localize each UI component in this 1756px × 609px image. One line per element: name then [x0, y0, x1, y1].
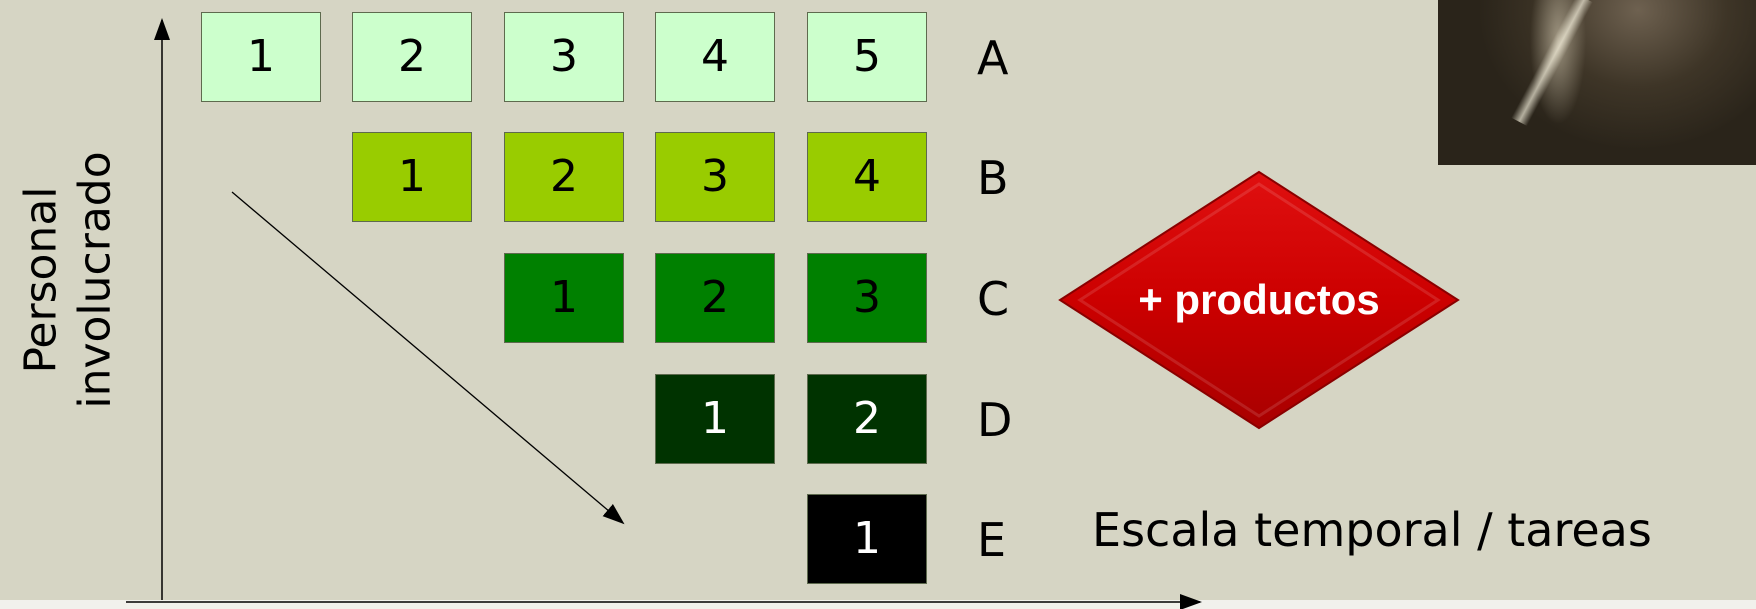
y-axis-label-line1: Personal: [14, 60, 68, 500]
row-label-a: A: [977, 35, 1037, 81]
grid-cell-e-1: 1: [807, 494, 927, 584]
productos-label: + productos: [1058, 275, 1460, 325]
row-label-d: D: [977, 397, 1037, 443]
grid-cell-b-4: 4: [807, 132, 927, 222]
x-axis-label: Escala temporal / tareas: [1092, 507, 1652, 553]
grid-cell-b-3: 3: [655, 132, 775, 222]
grid-cell-a-5: 5: [807, 12, 927, 102]
row-label-e: E: [977, 517, 1037, 563]
diagonal-arrow: [232, 192, 623, 523]
grid-cell-a-3: 3: [504, 12, 624, 102]
grid-cell-c-2: 2: [655, 253, 775, 343]
grid-cell-b-1: 1: [352, 132, 472, 222]
grid-cell-a-2: 2: [352, 12, 472, 102]
y-axis-label-line2: involucrado: [68, 60, 122, 500]
grid-cell-b-2: 2: [504, 132, 624, 222]
grid-cell-a-1: 1: [201, 12, 321, 102]
y-axis-label: Personal involucrado: [14, 60, 121, 500]
grid-cell-c-3: 3: [807, 253, 927, 343]
grid-cell-d-1: 1: [655, 374, 775, 464]
grid-cell-d-2: 2: [807, 374, 927, 464]
grid-cell-c-1: 1: [504, 253, 624, 343]
grid-cell-a-4: 4: [655, 12, 775, 102]
row-label-c: C: [977, 276, 1037, 322]
row-label-b: B: [977, 155, 1037, 201]
